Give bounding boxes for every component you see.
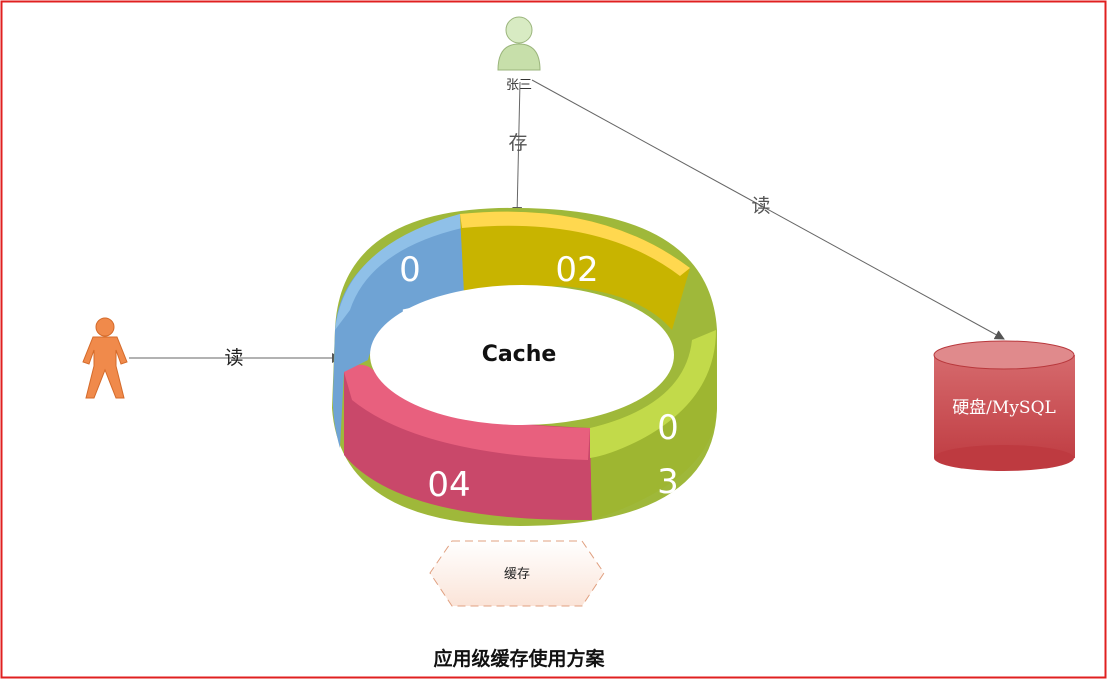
diagram-title: 应用级缓存使用方案 bbox=[433, 647, 605, 670]
cache-tag-shape[interactable] bbox=[429, 540, 605, 607]
cache-segment-02-top bbox=[460, 211, 690, 276]
user-avatar-icon[interactable] bbox=[497, 16, 541, 71]
segment-04-label: 04 bbox=[427, 465, 470, 505]
cache-segment-04-top bbox=[344, 364, 590, 460]
segment-03-label-2: 3 bbox=[657, 462, 679, 502]
segment-02-label: 02 bbox=[555, 250, 598, 290]
cache-tag-label: 缓存 bbox=[504, 567, 530, 582]
read-db-arrow-label: 读 bbox=[751, 195, 770, 217]
segment-01-label-1: 0 bbox=[399, 250, 421, 290]
segment-03-label-1: 0 bbox=[657, 408, 679, 448]
cache-center-label: Cache bbox=[482, 342, 557, 367]
user-name-label: 张三 bbox=[506, 78, 532, 93]
cache-segment-03-top bbox=[590, 330, 716, 458]
database-icon[interactable] bbox=[933, 340, 1075, 471]
database-label: 硬盘/MySQL bbox=[952, 398, 1056, 418]
store-arrow-label: 存 bbox=[508, 132, 527, 154]
read-cache-arrow-label: 读 bbox=[224, 347, 243, 369]
store-arrow bbox=[512, 81, 523, 217]
cache-ring-hole bbox=[370, 285, 674, 425]
read-db-arrow bbox=[531, 79, 1005, 340]
cache-ring bbox=[332, 207, 717, 526]
person-icon[interactable] bbox=[82, 317, 128, 399]
segment-01-label-2: 1 bbox=[399, 302, 421, 342]
cache-segment-01-top bbox=[335, 214, 462, 330]
